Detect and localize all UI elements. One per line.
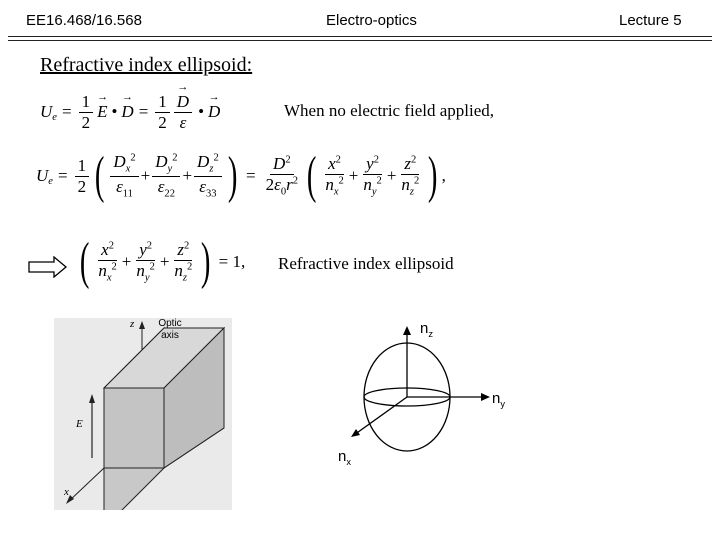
x-axis-label: x	[64, 486, 69, 498]
energy-equation: Ue = 12 E • D = 12 Dε • D	[40, 81, 221, 132]
lecture-topic: Electro-optics	[326, 12, 417, 29]
nz-label: nz	[420, 320, 433, 339]
ny-label: ny	[492, 390, 505, 409]
crystal-figure: z Optic axis E x	[54, 318, 232, 510]
course-code: EE16.468/16.568	[26, 12, 142, 29]
header-rule-top	[8, 36, 712, 37]
implies-arrow-icon	[28, 256, 68, 278]
optic-axis-label: Optic axis	[158, 318, 182, 341]
index-ellipsoid-figure	[351, 326, 490, 452]
slide-title: Refractive index ellipsoid:	[40, 54, 253, 76]
nx-label: nx	[338, 448, 351, 467]
ellipsoid-label: Refractive index ellipsoid	[278, 254, 454, 273]
e-field-label: E	[76, 418, 83, 430]
header-rule-bottom	[8, 40, 712, 41]
lecture-number: Lecture 5	[619, 12, 682, 29]
no-field-note: When no electric field applied,	[284, 101, 495, 120]
z-axis-label: z	[130, 318, 135, 330]
